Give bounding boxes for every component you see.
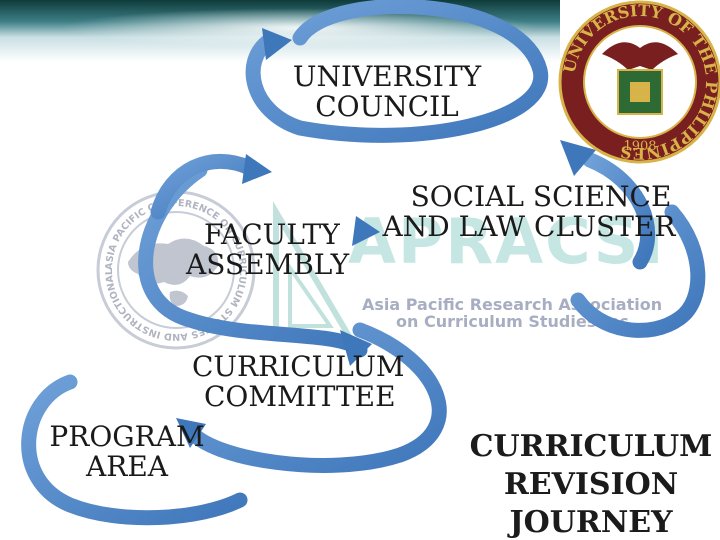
arrow-into-faculty <box>150 153 258 220</box>
arrowhead-committee-icon <box>340 330 372 366</box>
arrowhead-faculty-icon <box>242 154 272 184</box>
arrow-cluster-to-council <box>582 152 656 270</box>
node-curriculum-committee-line-1: CURRICULUM <box>192 350 405 383</box>
slide-title-line-3: JOURNEY <box>509 505 673 540</box>
arrowhead-program-icon <box>176 418 206 448</box>
node-social-science-cluster: SOCIAL SCIENCE AND LAW CLUSTER <box>376 182 682 242</box>
node-program-area-line-1: PROGRAM <box>49 420 205 453</box>
node-curriculum-committee-line-2: COMMITTEE <box>204 380 396 413</box>
arrowhead-council-icon <box>262 28 292 60</box>
slide-title: CURRICULUM REVISION JOURNEY <box>466 428 716 540</box>
node-university-council-line-1: UNIVERSITY <box>292 60 482 93</box>
node-program-area: PROGRAM AREA <box>44 422 210 482</box>
arrow-university-council-loop <box>245 0 549 143</box>
node-faculty-assembly-line-1: FACULTY <box>204 218 340 251</box>
arrow-committee-loop <box>182 322 447 473</box>
arrowhead-up-seal-icon <box>560 140 596 176</box>
node-social-science-line-1: SOCIAL SCIENCE <box>410 180 672 213</box>
apracsi-subtitle-line-2: on Curriculum Studies Inc. <box>396 312 635 331</box>
arrow-to-up-seal <box>570 204 706 338</box>
up-seal-year: 1908 <box>623 139 656 154</box>
node-social-science-line-2: AND LAW CLUSTER <box>382 210 676 243</box>
arrow-program-loop <box>21 374 248 526</box>
node-program-area-line-2: AREA <box>86 450 168 483</box>
node-university-council: UNIVERSITY COUNCIL <box>288 62 486 122</box>
apracsi-wordmark: APRACSI <box>348 205 666 278</box>
slide-title-line-1: CURRICULUM <box>469 429 713 464</box>
node-university-council-line-2: COUNCIL <box>315 90 459 123</box>
node-curriculum-committee: CURRICULUM COMMITTEE <box>192 352 414 412</box>
node-faculty-assembly: FACULTY ASSEMBLY <box>186 220 362 280</box>
arrowhead-cluster-icon <box>352 216 380 246</box>
slide-title-line-2: REVISION <box>503 467 679 502</box>
node-faculty-assembly-line-2: ASSEMBLY <box>186 248 350 281</box>
